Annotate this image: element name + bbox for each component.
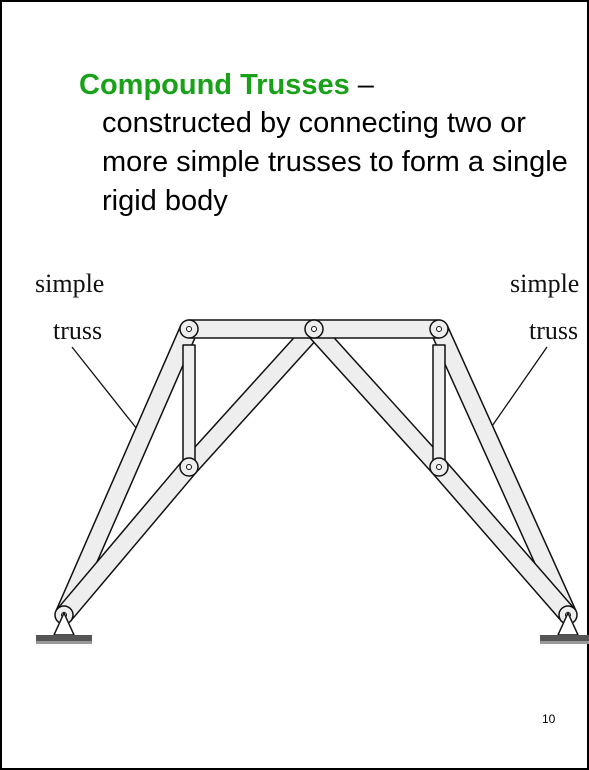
truss-members xyxy=(55,319,577,622)
slide-heading: Compound Trusses – xyxy=(79,67,374,103)
left-leader-line xyxy=(71,346,138,430)
compound-truss-figure: simple truss simple truss xyxy=(35,269,589,644)
joint-f xyxy=(179,457,199,477)
right-leader-line xyxy=(489,346,548,430)
member-top-chord-right xyxy=(313,319,440,339)
left-label-line2: truss xyxy=(53,316,102,345)
member-right-vertical xyxy=(432,344,446,468)
member-top-chord-left xyxy=(188,319,315,339)
joint-c xyxy=(304,319,324,339)
definition-text: constructed by connecting two or more si… xyxy=(102,107,568,217)
heading-term: Compound Trusses xyxy=(79,69,350,101)
right-label-line1: simple xyxy=(510,269,579,298)
joint-g xyxy=(429,457,449,477)
right-support xyxy=(540,611,589,644)
left-label-line1: simple xyxy=(35,269,104,298)
member-left-vertical xyxy=(182,344,196,468)
joint-b xyxy=(179,319,199,339)
member-right-upper-diagonal xyxy=(306,322,447,474)
left-support xyxy=(36,611,92,644)
right-label-line2: truss xyxy=(529,316,578,345)
page-number: 10 xyxy=(542,712,556,726)
joint-d xyxy=(429,319,449,339)
member-left-upper-diagonal xyxy=(181,322,322,474)
heading-dash: – xyxy=(349,69,374,101)
